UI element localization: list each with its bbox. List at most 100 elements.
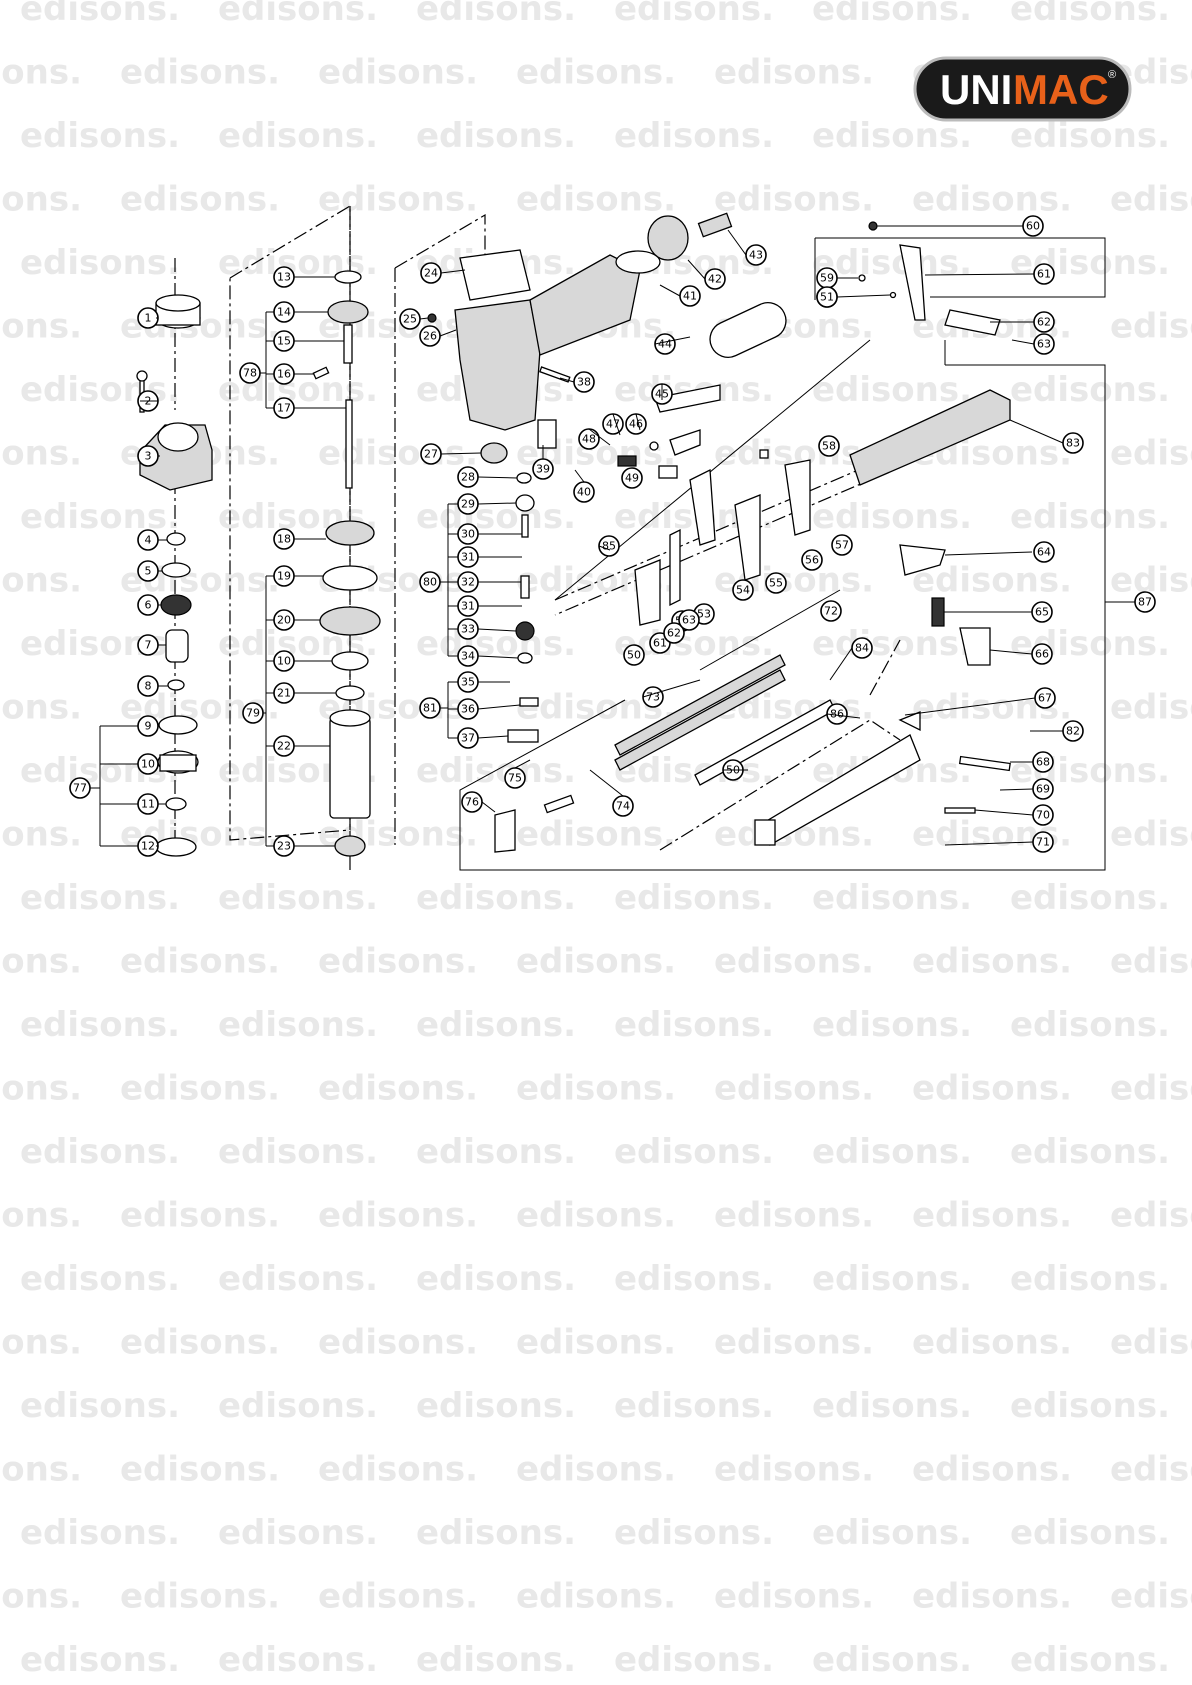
callout-number: 62: [667, 627, 681, 640]
leader-line: [477, 476, 518, 479]
leader-line: [989, 649, 1033, 655]
callout-number: 40: [577, 486, 591, 499]
callout-label: 50: [623, 644, 645, 666]
numbered-circle-icon: [663, 622, 685, 644]
callout-label: 71: [1032, 831, 1054, 853]
callout-number: 51: [820, 291, 834, 304]
callout-label: 41: [679, 285, 701, 307]
callout-number: 17: [277, 402, 291, 415]
callout-leaders: [90, 225, 1135, 847]
callout-label: 14: [273, 301, 295, 323]
unimac-logo: UNI MAC ®: [913, 56, 1132, 122]
callout-label: 68: [1032, 751, 1054, 773]
watermark-text: edisons.: [812, 1513, 972, 1553]
watermark-text: edisons.: [20, 0, 180, 29]
watermark-text: edisons.: [812, 878, 972, 918]
callout-number: 25: [403, 313, 417, 326]
callout-number: 85: [602, 540, 616, 553]
callout-number: 81: [423, 702, 437, 715]
watermark-text: edisons.: [0, 1323, 82, 1363]
watermark-text: edisons.: [614, 1132, 774, 1172]
leader-line: [598, 545, 611, 551]
callout-label: 30: [457, 523, 479, 545]
callout-number: 43: [749, 249, 763, 262]
callout-label: 55: [765, 572, 787, 594]
watermark-text: edisons.: [1010, 0, 1170, 29]
watermark-text: edisons.: [912, 1323, 1072, 1363]
callout-label: 35: [457, 671, 479, 693]
watermark-text: edisons.: [416, 1259, 576, 1299]
callout-number: 61: [653, 637, 667, 650]
watermark-text: edisons.: [218, 1513, 378, 1553]
watermark-text: edisons.: [0, 1196, 82, 1236]
watermark-text: edisons.: [20, 116, 180, 156]
numbered-circle-icon: [820, 600, 842, 622]
callout-number: 72: [824, 605, 838, 618]
leader-line: [588, 428, 611, 446]
callout-label: 84: [851, 637, 873, 659]
callout-number: 8: [145, 680, 152, 693]
callout-number: 57: [835, 539, 849, 552]
callout-number: 50: [627, 649, 641, 662]
callout-label: 5: [137, 560, 159, 582]
watermark-text: edisons.: [1110, 307, 1192, 347]
numbered-circle-icon: [801, 549, 823, 571]
watermark-text: edisons.: [1010, 370, 1170, 410]
logo-mac-text: MAC: [1013, 66, 1109, 113]
callout-label: 17: [273, 397, 295, 419]
callout-number: 22: [277, 740, 291, 753]
leader-line: [829, 647, 853, 681]
callout-number: 63: [682, 614, 696, 627]
callout-number: 61: [1037, 268, 1051, 281]
callout-label: 56: [801, 549, 823, 571]
callout-number: 41: [683, 290, 697, 303]
callout-label: 54: [732, 579, 754, 601]
callout-number: 64: [1037, 546, 1051, 559]
callout-number: 70: [1036, 809, 1050, 822]
callout-number: 32: [461, 576, 475, 589]
watermark-text: edisons.: [1110, 815, 1192, 855]
leader-line: [999, 788, 1034, 791]
callout-label: 82: [1062, 720, 1084, 742]
callout-label: 11: [137, 793, 159, 815]
callout-number: 34: [461, 650, 475, 663]
watermark-text: edisons.: [1010, 497, 1170, 537]
callout-number: 63: [1037, 338, 1051, 351]
callout-number: 73: [646, 691, 660, 704]
callout-label: 73: [642, 686, 664, 708]
callout-number: 10: [141, 758, 155, 771]
leader-line: [477, 655, 519, 659]
callout-label: 29: [457, 493, 479, 515]
callout-number: 82: [1066, 725, 1080, 738]
numbered-circle-icon: [765, 572, 787, 594]
callout-label: 36: [457, 698, 479, 720]
watermark-text: edisons.: [812, 624, 972, 664]
leader-line: [574, 469, 585, 483]
watermark-text: edisons.: [1110, 942, 1192, 982]
callout-label: 46: [625, 413, 647, 435]
numbered-circle-icon: [732, 579, 754, 601]
watermark-text: edisons.: [614, 0, 774, 29]
watermark-text: edisons.: [812, 1259, 972, 1299]
callout-label: 67: [1034, 687, 1056, 709]
watermark-text: edisons.: [318, 942, 478, 982]
callout-label: 22: [273, 735, 295, 757]
watermark-text: edisons.: [812, 243, 972, 283]
watermark-text: edisons.: [812, 1132, 972, 1172]
watermark-text: edisons.: [20, 1259, 180, 1299]
watermark-text: edisons.: [714, 53, 874, 93]
callout-label: 74: [612, 795, 634, 817]
watermark-text: edisons.: [1010, 1386, 1170, 1426]
callout-number: 10: [277, 655, 291, 668]
watermark-text: edisons.: [1110, 1450, 1192, 1490]
leader-line: [642, 679, 701, 698]
callout-label: 24: [420, 262, 442, 284]
callout-label: 3: [137, 445, 159, 467]
watermark-text: edisons.: [714, 1196, 874, 1236]
watermark-text: edisons.: [912, 1196, 1072, 1236]
callout-label: 85: [598, 535, 620, 557]
callout-label: 47: [602, 413, 624, 435]
numbered-circle-icon: [623, 644, 645, 666]
callout-number: 28: [461, 471, 475, 484]
callout-number: 29: [461, 498, 475, 511]
